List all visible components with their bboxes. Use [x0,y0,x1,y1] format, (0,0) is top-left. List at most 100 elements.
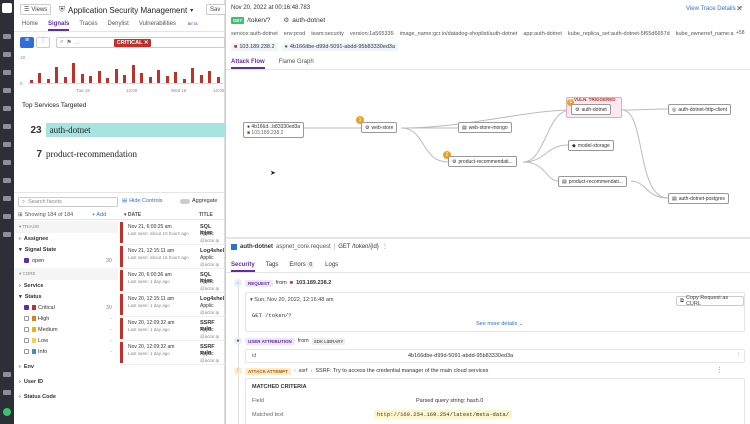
help-icon[interactable] [3,372,11,377]
watchdog-icon[interactable] [3,214,11,219]
histogram-bar[interactable] [80,74,84,83]
tab-flame-graph[interactable]: Flame Graph [278,59,314,65]
service-row[interactable]: 7 product-recommendation [22,145,225,163]
synthetics-icon[interactable] [3,160,11,165]
trace-tag[interactable]: kube_ownerref_name:a [675,31,734,37]
histogram-bar[interactable] [131,65,135,83]
chevron-down-icon[interactable]: ▾ [250,297,253,303]
trace-tag[interactable]: team:security [311,31,344,37]
checkbox[interactable] [24,338,29,343]
add-facet-button[interactable]: + Add [92,212,107,218]
tab-attack-flow[interactable]: Attack Flow [231,59,265,69]
more-options-icon[interactable]: ⋮ [716,367,723,374]
histogram-bar[interactable] [140,73,144,83]
tab-signals[interactable]: Signals [48,21,70,31]
facet-user-id[interactable]: › User ID [19,378,44,385]
auth-dotnet-http-client-node[interactable]: ◎auth-dotnet-http-client [668,104,732,115]
histogram-bar[interactable] [89,76,93,83]
settings-icon[interactable] [3,390,11,395]
tab-security[interactable]: Security [231,262,255,272]
list-view-icon[interactable]: ≡ [20,37,34,48]
trace-tag[interactable]: app:auth-dotnet [523,31,562,37]
facet-option-status[interactable]: High- [14,313,118,324]
histogram-bar[interactable] [191,68,195,83]
histogram-bar[interactable] [38,73,42,83]
tab-tags[interactable]: Tags [265,262,279,268]
facet-option-status[interactable]: Info- [14,346,118,357]
aggregate-toggle[interactable]: Aggregate [180,198,217,204]
histogram-bar[interactable] [165,76,169,83]
checkbox[interactable] [24,327,29,332]
histogram-bar[interactable] [174,72,178,83]
auth-dotnet-node[interactable]: ⚙auth-dotnet [571,104,611,115]
attack-flow-graph[interactable]: ● 4b166d...b83330ed3a ■ 103.189.238.2 1 … [226,70,750,237]
search-icon[interactable] [3,52,11,57]
histogram-bar[interactable] [157,70,161,83]
chart-view-icon[interactable]: ⫶ [36,37,50,48]
more-options-icon[interactable]: ⋮ [736,352,742,358]
search-query-bar[interactable]: ⌕ ⚑ … CRITICAL ✕ [56,37,225,48]
avatar[interactable] [3,408,11,416]
checkbox[interactable] [24,349,29,354]
home-icon[interactable] [3,34,11,39]
histogram-bar[interactable] [182,79,186,83]
auth-dotnet-postgres-node[interactable]: ▤auth-dotnet-postgres [668,193,729,204]
col-title-header[interactable]: TITLE [199,212,213,218]
trace-tag[interactable]: image_name:gcr.io/datadog-shoplist/auth-… [399,31,518,37]
histogram-bar[interactable] [63,77,67,83]
histogram-bar[interactable] [199,75,203,83]
signals-histogram[interactable] [28,58,223,84]
trace-tag[interactable]: env:prod [283,31,306,37]
security-icon[interactable] [3,142,11,147]
histogram-bar[interactable] [114,69,118,83]
histogram-bar[interactable] [72,63,76,83]
tab-logs[interactable]: Logs [325,262,339,268]
checkbox[interactable] [24,258,29,263]
facet-assignee[interactable]: › Assignee [19,235,49,242]
tab-traces[interactable]: Traces [79,21,98,27]
model-storage-node[interactable]: ◆model-storage [568,140,614,151]
web-store-mongo-node[interactable]: ▤web-store-mongo [458,122,512,133]
trace-tag[interactable]: service:auth-dotnet [231,31,278,37]
datadog-logo-icon[interactable] [2,3,12,13]
trace-tag[interactable]: version:1a565335 [349,31,394,37]
more-options-icon[interactable]: ⋮ [381,244,388,250]
tab-errors[interactable]: Errors 0 [289,262,315,268]
copy-curl-button[interactable]: ⧉Copy Request as CURL [676,295,744,307]
toggle-switch[interactable] [180,198,190,204]
histogram-bar[interactable] [208,71,212,83]
service-row[interactable]: 23 auth-dotnet [22,121,225,139]
histogram-bar[interactable] [216,77,220,83]
rum-icon[interactable] [3,178,11,183]
histogram-bar[interactable] [123,75,127,83]
ip-chip[interactable]: ■103.189.238.2 [231,43,278,51]
web-store-node[interactable]: ⚙web-store [361,122,398,133]
checkbox[interactable] [24,316,29,321]
logs-icon[interactable] [3,124,11,129]
facet-option-status[interactable]: Low- [14,335,118,346]
product-recommendation-db-node[interactable]: ▤product-recommendati... [558,176,627,187]
histogram-bar[interactable] [30,80,33,83]
infrastructure-icon[interactable] [3,88,11,93]
close-icon[interactable]: ✕ [143,39,149,46]
product-recommendation-node[interactable]: ⚙product-recommendati... [448,156,517,167]
histogram-bar[interactable] [46,79,50,83]
resize-handle[interactable] [226,237,750,239]
tab-home[interactable]: Home [22,21,39,27]
critical-filter-chip[interactable]: CRITICAL ✕ [113,38,152,47]
client-node[interactable]: ● 4b166d...b83330ed3a ■ 103.189.238.2 [243,122,305,138]
facet-status[interactable]: ▾ Status [19,293,42,300]
hide-controls-button[interactable]: ▤Hide Controls [122,198,163,204]
histogram-bar[interactable] [97,71,101,83]
facet-signal-state[interactable]: ▾ Signal State [19,246,57,253]
histogram-bar[interactable] [55,67,59,83]
tab-denylist[interactable]: Denylist [107,21,129,27]
ci-icon[interactable] [3,196,11,201]
col-date-header[interactable]: ▾ DATE [124,212,142,218]
close-icon[interactable]: ✕ [736,4,743,13]
